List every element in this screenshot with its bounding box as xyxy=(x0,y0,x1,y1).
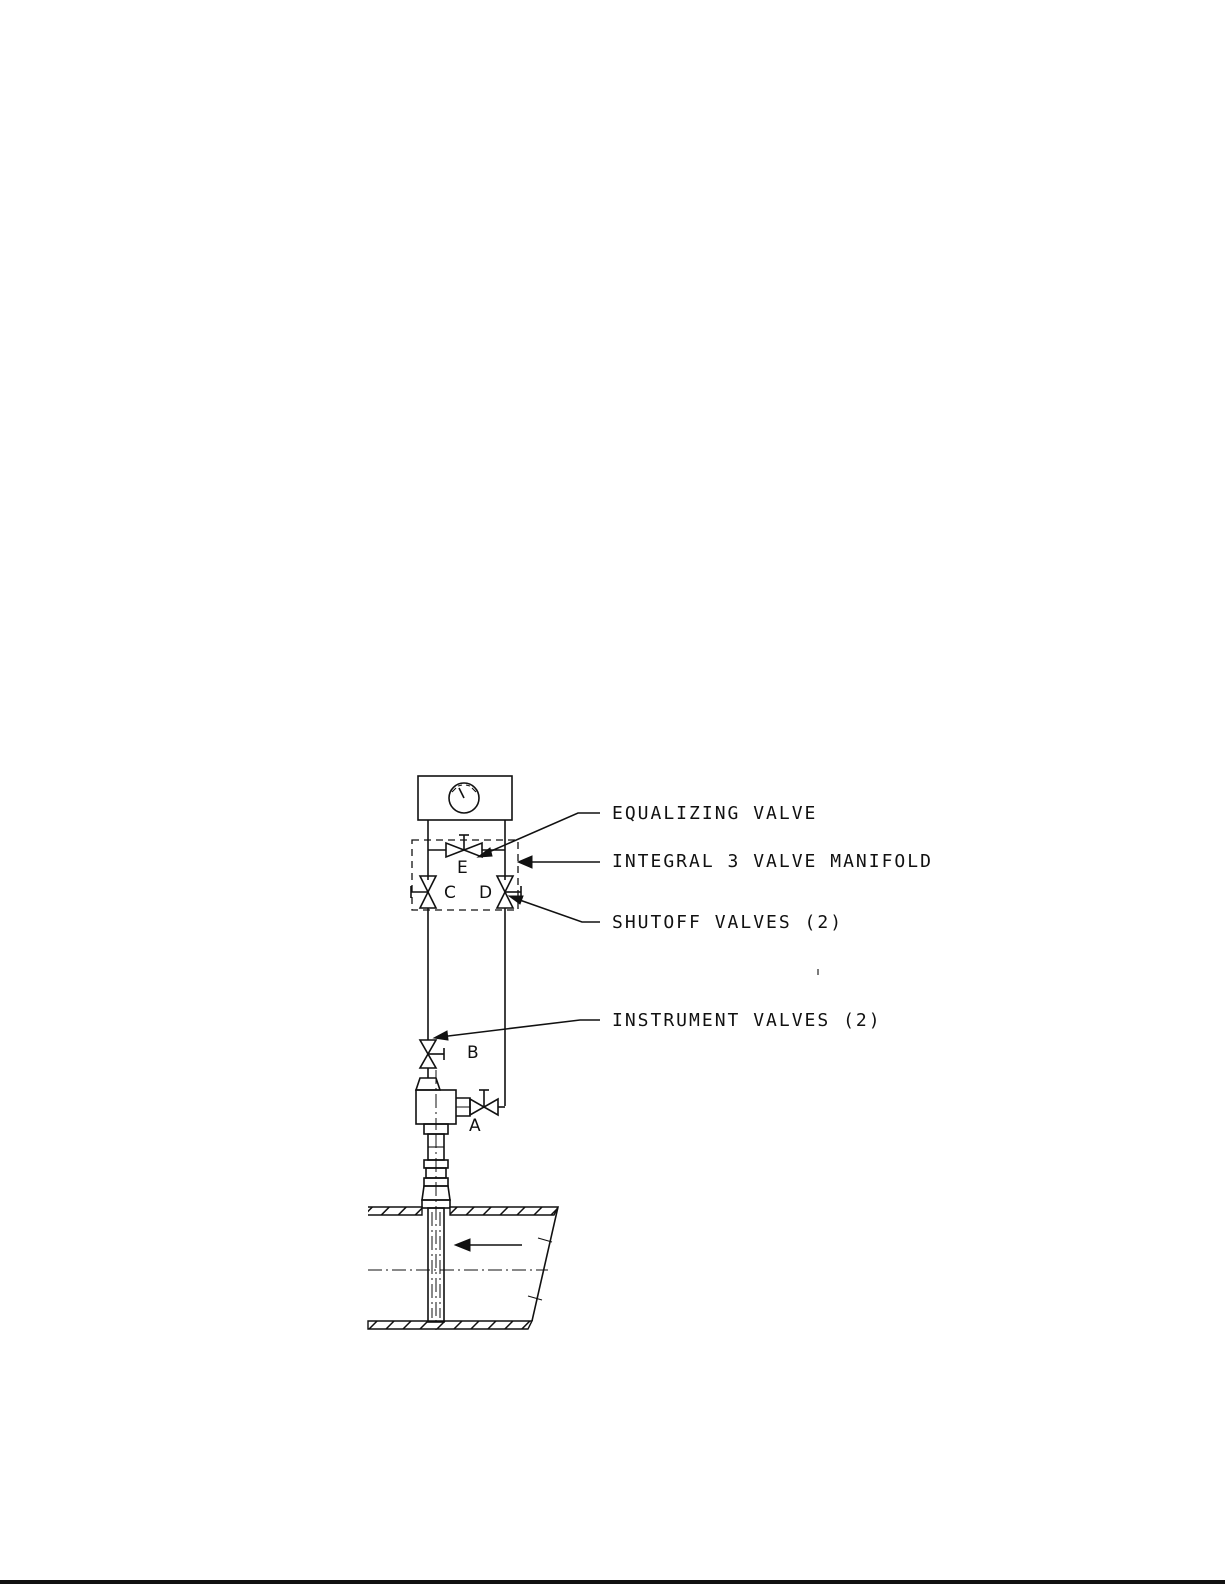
valve-label-b: B xyxy=(467,1043,479,1063)
probe-head xyxy=(416,1070,456,1134)
callout-equalizing-valve: EQUALIZING VALVE xyxy=(612,803,817,824)
callout-shutoff-valves: SHUTOFF VALVES (2) xyxy=(612,912,843,933)
probe-stem xyxy=(422,1134,450,1330)
instrument-housing xyxy=(418,776,512,820)
valve-label-a: A xyxy=(469,1116,481,1136)
valve-label-d: D xyxy=(479,883,492,903)
flow-direction-arrow xyxy=(455,1239,522,1251)
valve-label-c: C xyxy=(444,883,456,903)
callout-instrument-valves: INSTRUMENT VALVES (2) xyxy=(612,1010,882,1031)
instrument-valve-a xyxy=(456,1090,505,1116)
leader-manifold xyxy=(518,856,600,868)
valve-label-e: E xyxy=(457,858,468,878)
callout-integral-3-valve-manifold: INTEGRAL 3 VALVE MANIFOLD xyxy=(612,851,933,872)
gauge-dial-icon xyxy=(449,783,479,813)
shutoff-valve-c xyxy=(411,876,436,1040)
leader-shutoff xyxy=(509,896,600,922)
leader-instrument xyxy=(434,1020,600,1040)
process-pipe xyxy=(368,1207,558,1329)
instrument-valve-b xyxy=(420,1040,444,1078)
